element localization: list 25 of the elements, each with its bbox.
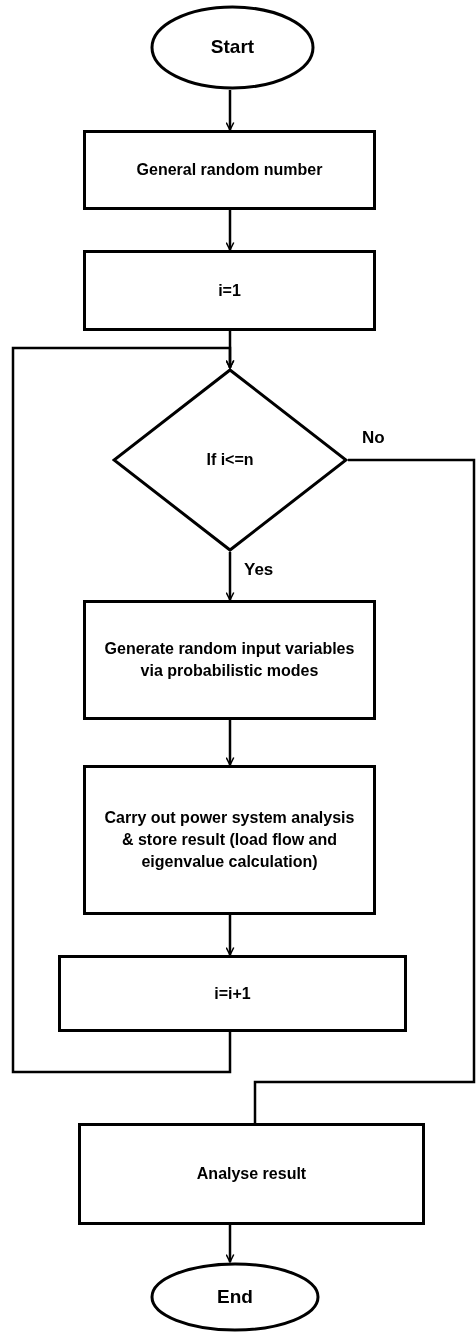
arrow	[225, 210, 235, 251]
arrow	[225, 1225, 235, 1263]
node-text: General random number	[135, 160, 324, 180]
process-box	[58, 955, 407, 1032]
node-text: Carry out power system analysis & store result (load flow and eigenvalue calculation)	[103, 808, 356, 872]
process-box	[83, 130, 376, 210]
node-text: Generate random input variables via probabilistic modes	[103, 639, 356, 681]
arrow	[225, 90, 235, 131]
arrow	[225, 552, 235, 601]
node-text: End	[216, 1284, 254, 1309]
node-text: i=1	[217, 280, 242, 301]
terminal-oval	[150, 1262, 320, 1332]
arrow	[225, 720, 235, 766]
arrow	[11, 346, 235, 1074]
decision-diamond	[112, 368, 348, 552]
process-box	[83, 765, 376, 915]
node-text: Analyse result	[195, 1164, 308, 1184]
node-text: i=i+1	[213, 983, 252, 1004]
node-text: If i<=n	[205, 450, 255, 470]
terminal-oval	[150, 5, 315, 90]
arrow	[225, 915, 235, 956]
process-box	[83, 600, 376, 720]
process-box	[78, 1123, 425, 1225]
process-box	[83, 250, 376, 331]
node-text: Start	[209, 35, 256, 60]
